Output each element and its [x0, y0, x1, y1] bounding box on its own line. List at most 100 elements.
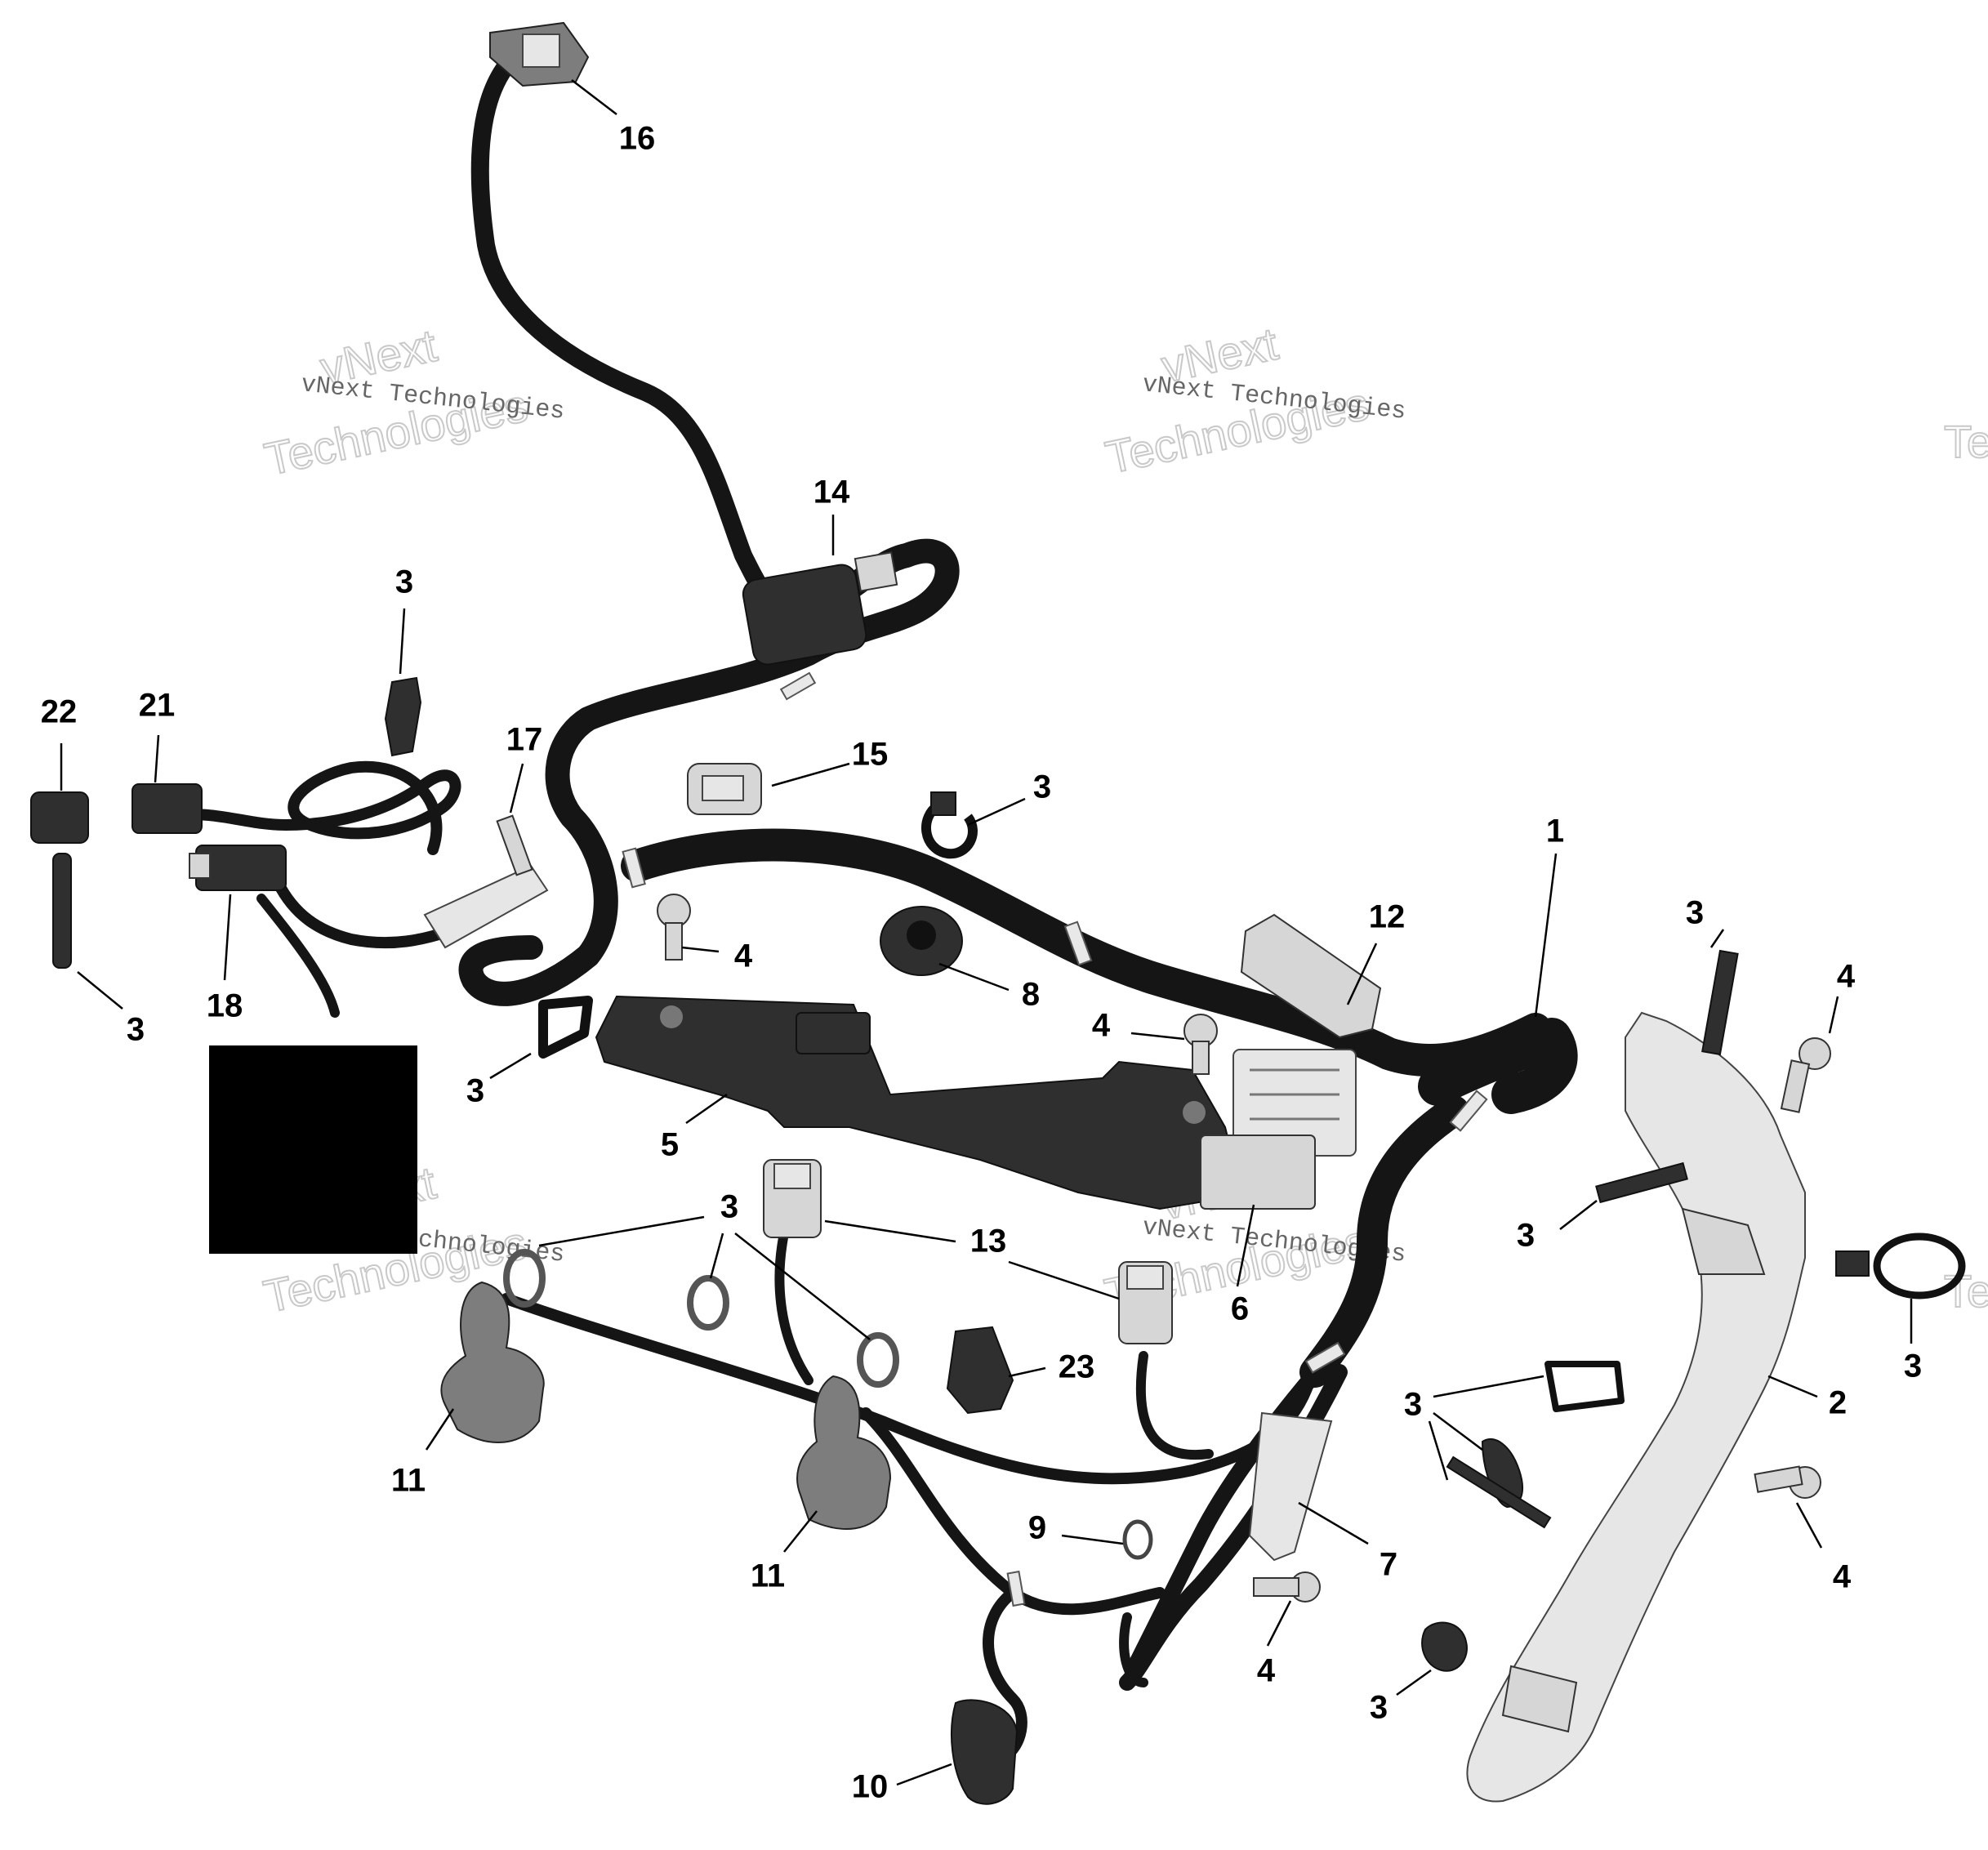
loop-clip-3-ring	[921, 800, 978, 859]
ecm-connector-6-lower	[1200, 1135, 1316, 1210]
cluster-3-frame	[1544, 1361, 1625, 1412]
leader-3-bottom	[1396, 1669, 1432, 1696]
callout-3-left-bottom: 3	[127, 1012, 145, 1048]
connector-18	[189, 845, 287, 891]
loop-clip-3	[921, 791, 978, 859]
leader-3-top	[399, 608, 406, 675]
callout-17: 17	[506, 722, 543, 758]
connector-16-face	[522, 33, 560, 68]
ground-cable-22-parts	[30, 791, 89, 969]
leader-9	[1061, 1534, 1124, 1545]
callout-4-mid: 4	[734, 938, 753, 974]
connector-21	[131, 783, 203, 834]
ignition-coil-11-left	[440, 1281, 545, 1443]
bolt-shaft	[1192, 1041, 1210, 1075]
leader-4-mid	[681, 946, 720, 953]
leader-3-ties-c	[734, 1233, 871, 1340]
bolt-shaft	[1780, 1059, 1811, 1113]
callout-3-bottom: 3	[1370, 1690, 1388, 1726]
fuse-holder-17-tab	[496, 814, 533, 876]
retainer-3-frame	[538, 996, 593, 1059]
left-harness-tail	[272, 876, 455, 949]
cable-tie-ring	[503, 1249, 546, 1308]
wire-to-13-left	[774, 1228, 813, 1385]
wire-to-13-right	[1135, 1351, 1214, 1460]
leader-3-right	[1709, 929, 1725, 948]
connector-14-tab	[854, 551, 898, 592]
clip-23-body	[946, 1326, 1014, 1415]
leader-11-right	[783, 1510, 818, 1553]
callout-16: 16	[619, 121, 656, 157]
leader-13-b	[1008, 1260, 1120, 1300]
harness-loop	[458, 538, 960, 1006]
callout-22: 22	[41, 694, 78, 730]
fuse-holder-17	[423, 814, 549, 949]
clip-23	[946, 1326, 1014, 1415]
bolt-3-mid-right-body	[1595, 1161, 1688, 1204]
bolt-4-right-bottom	[1754, 1465, 1821, 1499]
fuse-7	[1248, 1411, 1333, 1562]
leader-12	[1346, 943, 1378, 1005]
leader-3-bolt	[1559, 1200, 1598, 1230]
connector-15	[687, 763, 762, 815]
callout-4-bottom: 4	[1257, 1653, 1276, 1689]
leader-4-center	[1130, 1032, 1185, 1041]
bolt-3-mid-right	[1595, 1161, 1688, 1204]
callout-3-right: 3	[1686, 895, 1704, 931]
callout-2: 2	[1829, 1385, 1847, 1421]
callout-3-strap: 3	[1904, 1348, 1922, 1384]
callout-3-cluster: 3	[1404, 1387, 1422, 1423]
leader-3-cluster-b	[1433, 1412, 1483, 1451]
retainer-3-left	[538, 996, 593, 1059]
callout-3-bracket: 3	[466, 1073, 484, 1109]
harness-band	[1006, 1570, 1026, 1607]
harness-trunk	[621, 828, 1552, 1077]
callout-6: 6	[1231, 1291, 1249, 1327]
bracket-5-hole	[660, 1005, 683, 1028]
coil-boot-left	[440, 1281, 545, 1443]
connector-13-right-face	[1126, 1265, 1164, 1290]
watermark-edge-right-top: Te	[1944, 416, 1988, 467]
cable-tie-ring	[687, 1275, 729, 1331]
leader-3-cluster-c	[1428, 1420, 1449, 1481]
cable-tie-ring	[857, 1332, 899, 1388]
callout-18: 18	[207, 988, 243, 1024]
knock-sensor-hole	[907, 921, 936, 950]
callout-5: 5	[661, 1127, 679, 1163]
callout-8: 8	[1022, 977, 1040, 1013]
bracket-5-plate	[595, 995, 1235, 1210]
clip-3-top	[384, 676, 422, 757]
left-harness-segment	[166, 760, 461, 855]
leader-15	[771, 762, 850, 787]
main-harness	[166, 40, 1578, 1762]
harness-end-loop	[1418, 1018, 1578, 1114]
leader-8	[938, 962, 1010, 992]
wire-lower-stub	[1119, 1612, 1148, 1687]
connector-12	[1240, 913, 1382, 1039]
leader-4-right-top	[1828, 996, 1839, 1034]
loop-clip-3-head	[930, 791, 956, 816]
washer-9-ring	[1122, 1519, 1153, 1560]
left-harness-lead	[256, 894, 340, 1018]
harness-upper-branch	[470, 40, 793, 613]
bolt-4-ecm	[1183, 1014, 1218, 1075]
leader-23	[1008, 1366, 1046, 1378]
leader-17	[509, 763, 524, 814]
bolt-4-right-top	[1780, 1037, 1831, 1113]
connector-18-latch	[189, 853, 211, 879]
bracket-2-body	[1466, 1011, 1806, 1803]
bracket-2-flange	[1681, 1207, 1766, 1275]
callout-12: 12	[1369, 899, 1406, 935]
strap-3-ring	[1873, 1233, 1966, 1299]
callout-13: 13	[970, 1224, 1007, 1259]
clip-3-bottom-body	[1421, 1621, 1468, 1672]
watermark-edge-right-bottom: Te	[1944, 1265, 1988, 1317]
leader-2	[1767, 1375, 1818, 1398]
callout-3-ties: 3	[720, 1189, 738, 1225]
harness-band	[1449, 1090, 1488, 1132]
bolt-shaft	[1754, 1465, 1803, 1493]
connector-10	[951, 1699, 1019, 1805]
callout-14: 14	[813, 475, 850, 510]
coil-wire-branch	[860, 1407, 1166, 1616]
connector-13-left-face	[773, 1163, 811, 1189]
